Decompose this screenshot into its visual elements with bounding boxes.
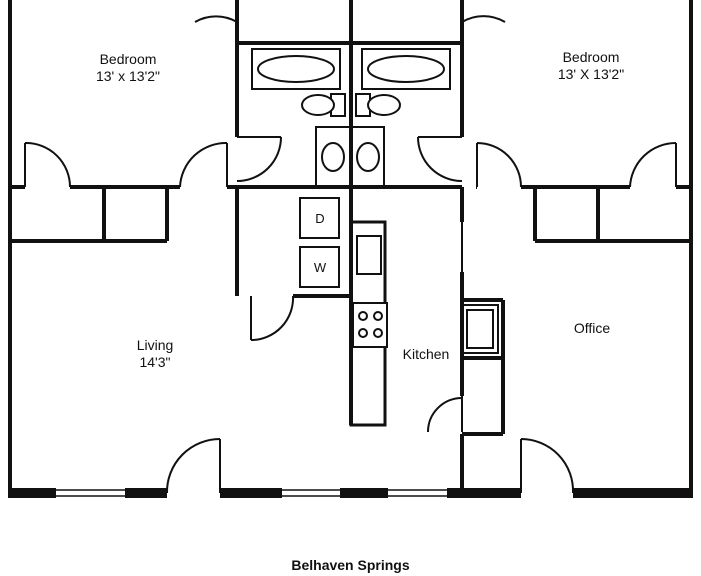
room-bedroom-left: Bedroom 13' x 13'2" (96, 51, 160, 84)
bedroom-right-name: Bedroom (563, 49, 620, 65)
dryer: D (299, 197, 340, 239)
bathtub-left (251, 48, 341, 90)
outer-walls (8, 0, 693, 497)
room-kitchen: Kitchen (403, 346, 450, 362)
washer: W (299, 246, 340, 288)
doors (24, 15, 677, 494)
bottom-wall (8, 488, 693, 498)
stove (352, 302, 388, 348)
refrigerator (461, 304, 499, 354)
toilet-left (301, 93, 346, 117)
toilet-right (355, 93, 401, 117)
kitchen-name: Kitchen (403, 346, 450, 362)
kitchen-sink (356, 235, 382, 275)
room-office: Office (574, 320, 611, 336)
living-name: Living (137, 337, 174, 353)
washer-label: W (314, 260, 327, 275)
bedroom-right-size: 13' X 13'2" (558, 66, 624, 82)
dryer-label: D (315, 211, 324, 226)
bathtub-right (361, 48, 451, 90)
sinks (315, 126, 385, 188)
office-name: Office (574, 320, 611, 336)
bedroom-left-size: 13' x 13'2" (96, 68, 160, 84)
bedroom-left-name: Bedroom (100, 51, 157, 67)
plan-caption: Belhaven Springs (291, 557, 410, 573)
room-living: Living 14'3" (137, 337, 174, 370)
living-size: 14'3" (139, 354, 170, 370)
room-bedroom-right: Bedroom 13' X 13'2" (558, 49, 624, 82)
